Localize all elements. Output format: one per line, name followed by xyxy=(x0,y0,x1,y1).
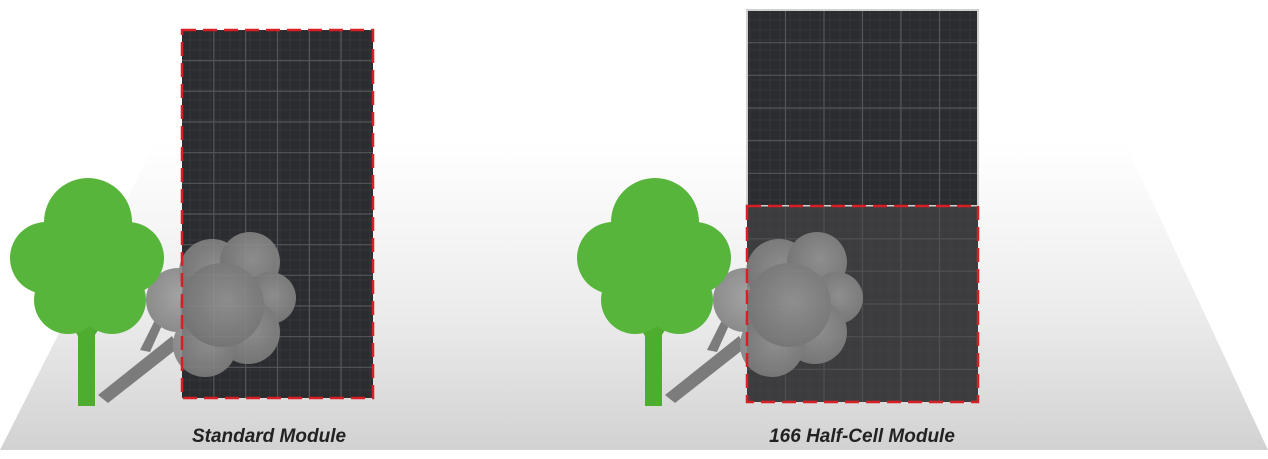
half-cell-shaded-outline xyxy=(745,204,980,404)
standard-module-label: Standard Module xyxy=(191,426,347,447)
tree-shadow-icon xyxy=(665,232,863,403)
tree-icon xyxy=(10,178,164,406)
tree-shadow-icon xyxy=(98,232,296,403)
half-cell-module-label: 166 Half-Cell Module xyxy=(769,426,955,447)
half-cell-module-group xyxy=(577,9,980,406)
standard-module-group xyxy=(10,28,375,406)
standard-shaded-outline xyxy=(180,28,375,400)
tree-icon xyxy=(577,178,731,406)
